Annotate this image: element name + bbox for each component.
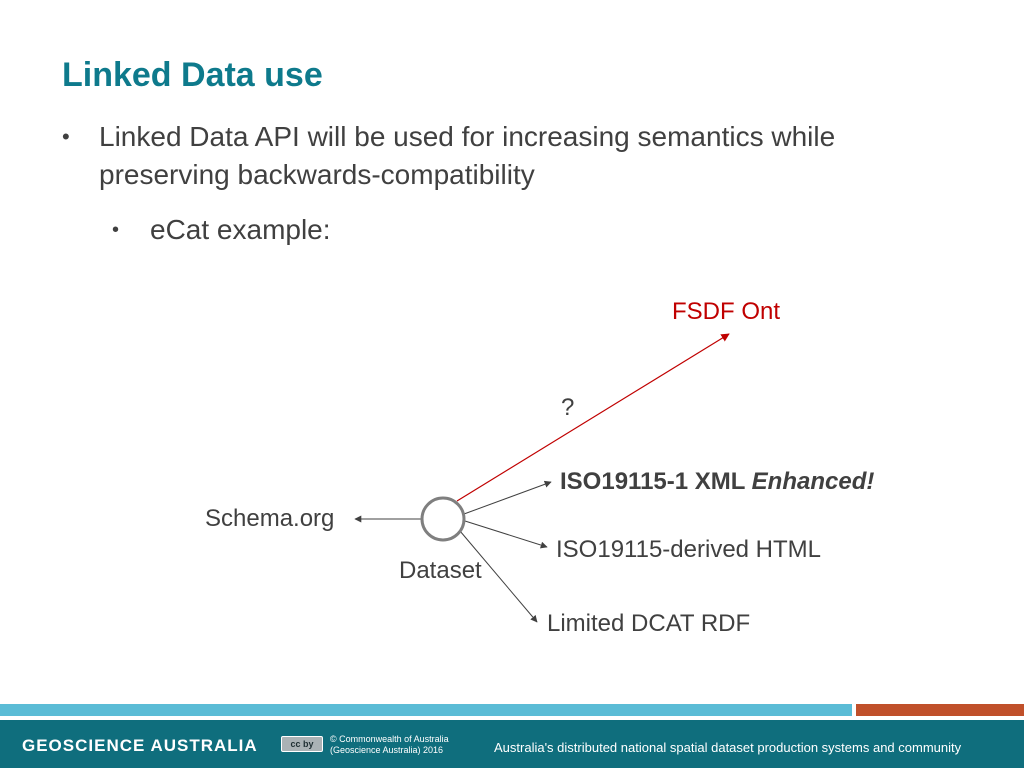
footer-tagline: Australia's distributed national spatial… — [494, 740, 962, 755]
iso-xml-label: ISO19115-1 XML Enhanced! — [560, 468, 874, 496]
geoscience-australia-logo: GEOSCIENCE AUSTRALIA — [22, 736, 258, 755]
footer-bar — [0, 720, 1024, 768]
iso-html-label: ISO19115-derived HTML — [556, 536, 822, 563]
iso-xml-text: ISO19115-1 XML — [560, 468, 745, 495]
dataset-node — [420, 496, 466, 542]
footer-stripe-orange — [856, 704, 1024, 716]
schema-org-label: Schema.org — [205, 505, 335, 532]
copyright-notice: © Commonwealth of Australia (Geoscience … — [330, 734, 449, 756]
bullet-marker: • — [62, 124, 70, 149]
edge-to-fsdf — [456, 333, 730, 502]
edge-to-dcat — [459, 530, 538, 623]
question-label: ? — [561, 394, 575, 421]
footer-stripe-blue — [0, 704, 852, 716]
dcat-rdf-label: Limited DCAT RDF — [547, 610, 751, 637]
fsdf-ont-label: FSDF Ont — [672, 298, 781, 325]
linked-data-diagram — [354, 333, 730, 623]
edge-to-html — [464, 520, 548, 549]
enhanced-note: Enhanced! — [751, 468, 875, 495]
edge-to-iso-xml — [463, 480, 552, 515]
copyright-line: (Geoscience Australia) 2016 — [330, 745, 444, 755]
slide-title: Linked Data use — [62, 56, 323, 94]
bullet-marker: • — [112, 219, 120, 241]
creative-commons-icon: cc by — [281, 736, 323, 752]
bullet-text: eCat example: — [150, 214, 331, 245]
bullet-text: Linked Data API will be used for increas… — [99, 121, 836, 190]
copyright-line: © Commonwealth of Australia — [330, 734, 449, 744]
dataset-label: Dataset — [399, 557, 482, 584]
